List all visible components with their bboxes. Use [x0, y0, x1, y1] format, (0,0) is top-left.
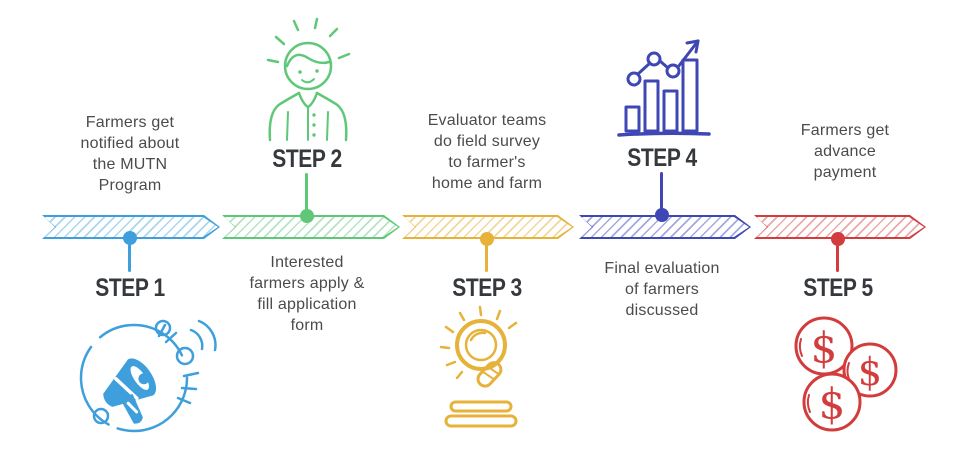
- step1-connector: [128, 244, 131, 272]
- timeline-segment-step1: [42, 215, 220, 239]
- step5-connector: [836, 245, 839, 272]
- step3-description: Evaluator teams do field survey to farme…: [427, 112, 547, 193]
- step4-description: Final evaluation of farmers discussed: [604, 260, 720, 320]
- step5-description: Farmers get advance payment: [800, 122, 890, 182]
- segment-hatch: [44, 217, 218, 237]
- magnifier-icon: [437, 305, 537, 430]
- timeline-segment-step3: [402, 215, 574, 239]
- segment-hatch: [581, 217, 749, 237]
- timeline-segment-step2: [222, 215, 400, 239]
- step1-label: STEP 1: [95, 274, 165, 302]
- svg-text:$: $: [858, 350, 882, 394]
- segment-hatch: [404, 217, 572, 237]
- timeline-segment-step4: [579, 215, 751, 239]
- step1-description: Farmers get notified about the MUTN Prog…: [80, 114, 180, 195]
- step2-dot: [300, 209, 314, 223]
- step3-dot: [480, 232, 494, 246]
- step2-label: STEP 2: [272, 145, 342, 173]
- svg-text:$: $: [811, 324, 838, 373]
- svg-text:$: $: [819, 380, 846, 429]
- coins-icon: $ $ $: [788, 308, 898, 443]
- step3-label: STEP 3: [452, 274, 522, 302]
- step3-connector: [485, 245, 488, 272]
- step2-connector: [305, 173, 308, 211]
- person-icon: [258, 14, 358, 142]
- step4-label: STEP 4: [627, 144, 697, 172]
- step2-description: Interested farmers apply & fill applicat…: [249, 254, 365, 335]
- step5-dot: [831, 232, 845, 246]
- step1-dot: [123, 231, 137, 245]
- segment-hatch: [224, 217, 398, 237]
- segment-hatch: [756, 217, 924, 237]
- step5-label: STEP 5: [803, 274, 873, 302]
- bar-chart-icon: [613, 22, 713, 142]
- megaphone-icon: [68, 296, 218, 451]
- step4-dot: [655, 208, 669, 222]
- step4-connector: [660, 172, 663, 210]
